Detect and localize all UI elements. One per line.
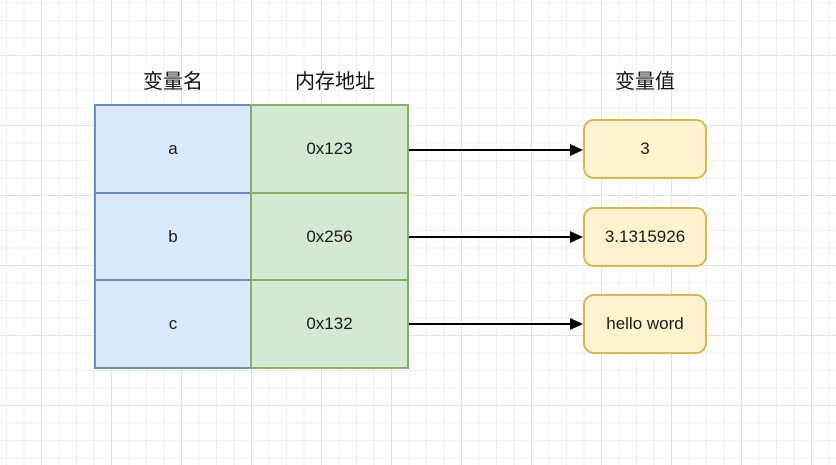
column-header-label: 变量值 bbox=[615, 70, 675, 93]
variable-name-text: b bbox=[168, 226, 178, 246]
arrow-connector[interactable] bbox=[409, 142, 583, 158]
value-box[interactable]: hello word bbox=[583, 294, 707, 354]
arrow-line bbox=[409, 236, 570, 238]
value-box[interactable]: 3 bbox=[583, 119, 707, 179]
variable-name-cell[interactable]: c bbox=[96, 279, 250, 367]
memory-address-text: 0x256 bbox=[306, 226, 353, 246]
arrow-line bbox=[409, 149, 570, 151]
variable-name-column[interactable]: a b c bbox=[94, 104, 252, 369]
column-header-memory-address[interactable]: 内存地址 bbox=[250, 64, 420, 94]
column-header-variable-value[interactable]: 变量值 bbox=[583, 64, 707, 94]
memory-address-text: 0x123 bbox=[306, 138, 353, 158]
variable-name-cell[interactable]: b bbox=[96, 191, 250, 280]
arrow-head-icon bbox=[570, 144, 583, 156]
arrow-head-icon bbox=[570, 231, 583, 243]
value-box[interactable]: 3.1315926 bbox=[583, 207, 707, 267]
memory-address-cell[interactable]: 0x132 bbox=[252, 279, 407, 367]
memory-address-cell[interactable]: 0x256 bbox=[252, 191, 407, 280]
arrow-line bbox=[409, 323, 570, 325]
arrow-connector[interactable] bbox=[409, 229, 583, 245]
memory-address-column[interactable]: 0x123 0x256 0x132 bbox=[250, 104, 409, 369]
variable-name-text: c bbox=[168, 314, 178, 334]
arrow-connector[interactable] bbox=[409, 316, 583, 332]
value-text: hello word bbox=[606, 314, 684, 333]
value-text: 3.1315926 bbox=[604, 227, 686, 246]
column-header-variable-name[interactable]: 变量名 bbox=[94, 64, 252, 94]
variable-name-cell[interactable]: a bbox=[96, 106, 250, 192]
memory-address-text: 0x132 bbox=[306, 314, 353, 334]
variable-name-text: a bbox=[168, 138, 178, 158]
column-header-label: 变量名 bbox=[143, 70, 203, 93]
memory-address-cell[interactable]: 0x123 bbox=[252, 106, 407, 192]
column-header-label: 内存地址 bbox=[295, 70, 375, 93]
value-text: 3 bbox=[640, 139, 650, 158]
arrow-head-icon bbox=[570, 318, 583, 330]
